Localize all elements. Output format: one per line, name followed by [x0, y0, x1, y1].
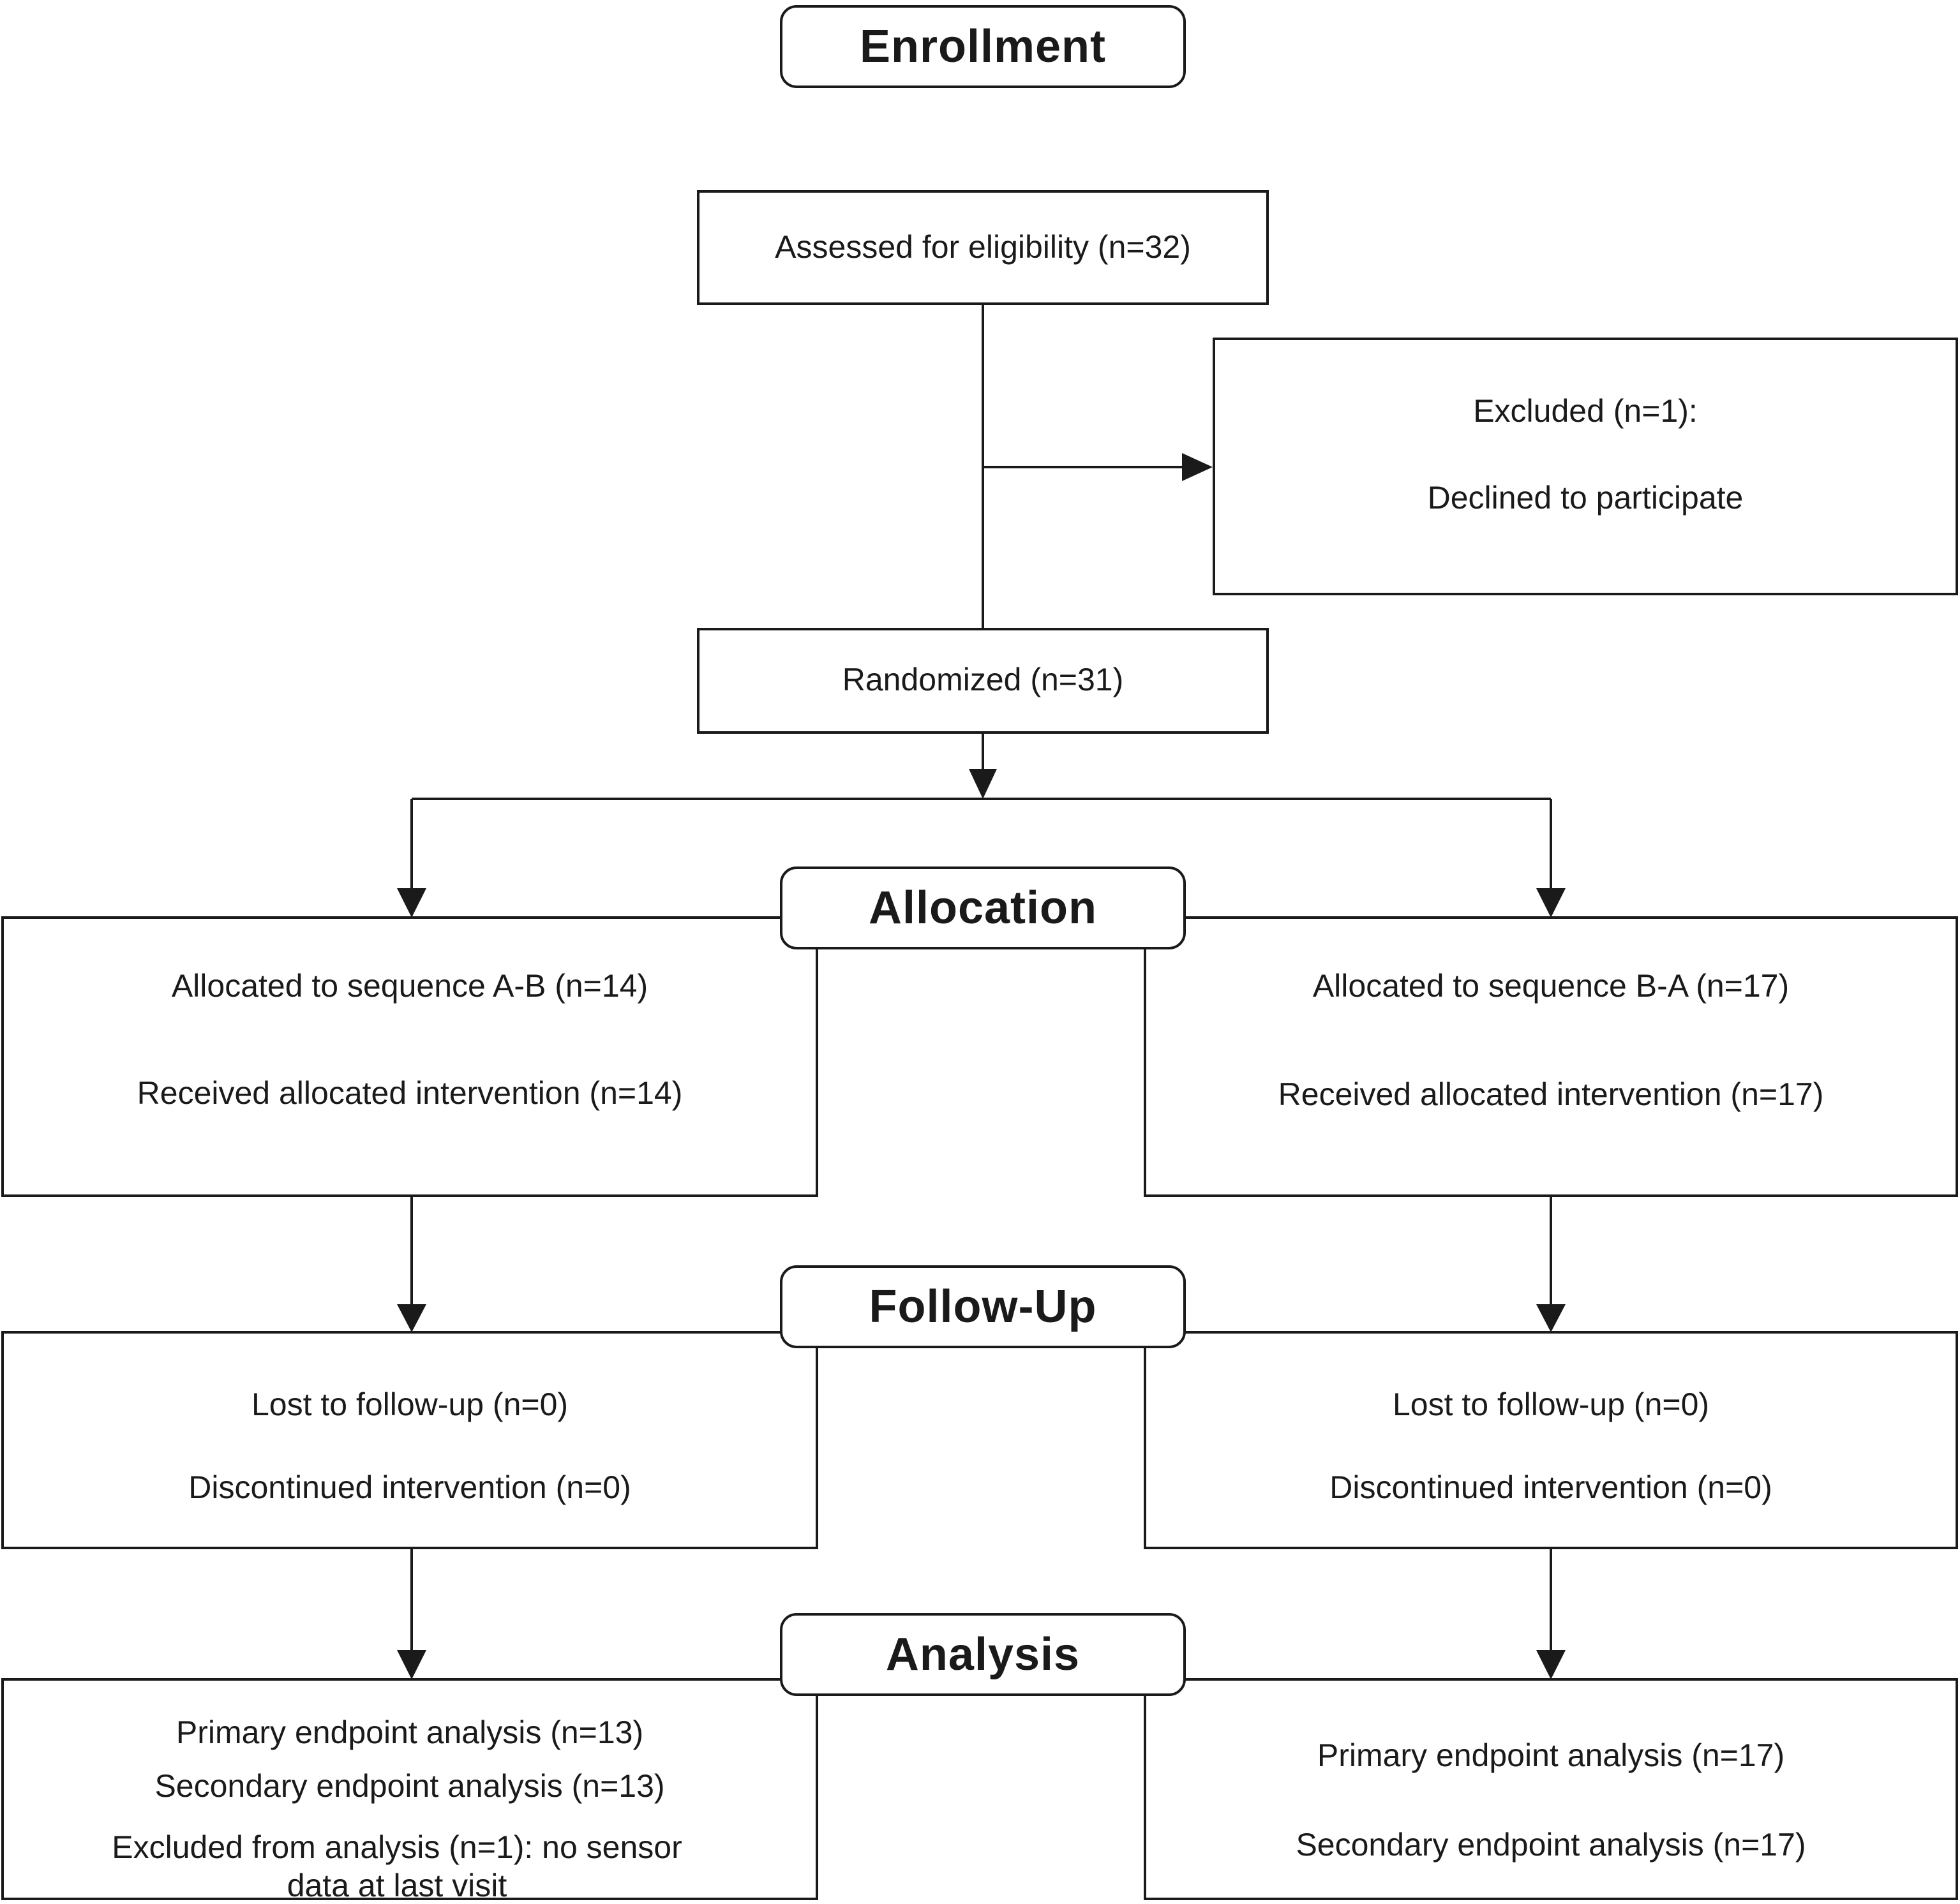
arrowhead-followup-right [1536, 1304, 1566, 1332]
assessed-box: Assessed for eligibility (n=32) [697, 190, 1269, 305]
analysis-left-box: Primary endpoint analysis (n=13) Seconda… [1, 1678, 818, 1903]
phase-enrollment: Enrollment [780, 5, 1186, 88]
randomized-box: Randomized (n=31) [697, 628, 1269, 734]
assessed-text: Assessed for eligibility (n=32) [775, 229, 1191, 265]
analysis-left-primary: Primary endpoint analysis (n=13) [176, 1714, 644, 1750]
analysis-left-secondary: Secondary endpoint analysis (n=13) [154, 1768, 665, 1804]
allocation-right-box: Allocated to sequence B-A (n=17) Receive… [1144, 916, 1958, 1197]
arrowhead-excluded [1182, 453, 1213, 481]
phase-enrollment-label: Enrollment [859, 21, 1107, 72]
allocation-left-allocated: Allocated to sequence A-B (n=14) [171, 968, 648, 1004]
phase-analysis-label: Analysis [885, 1629, 1081, 1680]
phase-analysis: Analysis [780, 1613, 1186, 1696]
allocation-left-box: Allocated to sequence A-B (n=14) Receive… [1, 916, 818, 1197]
analysis-right-secondary: Secondary endpoint analysis (n=17) [1296, 1827, 1806, 1863]
allocation-right-allocated: Allocated to sequence B-A (n=17) [1312, 968, 1790, 1004]
phase-allocation: Allocation [780, 866, 1186, 949]
analysis-left-excluded-line1: Excluded from analysis (n=1): no sensor [112, 1829, 682, 1865]
followup-right-discontinued: Discontinued intervention (n=0) [1329, 1469, 1772, 1505]
phase-allocation-label: Allocation [868, 882, 1097, 933]
arrowhead-followup-left [397, 1304, 426, 1332]
arrowhead-alloc-right [1536, 888, 1566, 918]
analysis-right-primary: Primary endpoint analysis (n=17) [1317, 1737, 1785, 1773]
arrowhead-alloc-left [397, 888, 426, 918]
allocation-left-received: Received allocated intervention (n=14) [137, 1075, 683, 1111]
followup-right-lost: Lost to follow-up (n=0) [1392, 1387, 1710, 1422]
phase-follow-up-label: Follow-Up [869, 1281, 1097, 1332]
randomized-text: Randomized (n=31) [842, 662, 1124, 697]
phase-follow-up: Follow-Up [780, 1265, 1186, 1348]
excluded-reason: Declined to participate [1427, 480, 1744, 516]
analysis-left-excluded-line2: data at last visit [287, 1868, 507, 1903]
allocation-right-received: Received allocated intervention (n=17) [1278, 1076, 1824, 1112]
followup-right-box: Lost to follow-up (n=0) Discontinued int… [1144, 1331, 1958, 1549]
excluded-box: Excluded (n=1): Declined to participate [1213, 338, 1958, 595]
analysis-right-box: Primary endpoint analysis (n=17) Seconda… [1144, 1678, 1958, 1900]
arrowhead-analysis-left [397, 1650, 426, 1679]
arrowhead-randomized [969, 769, 997, 799]
arrowhead-analysis-right [1536, 1650, 1566, 1679]
excluded-title: Excluded (n=1): [1473, 393, 1698, 429]
followup-left-discontinued: Discontinued intervention (n=0) [188, 1469, 631, 1505]
followup-left-lost: Lost to follow-up (n=0) [251, 1387, 569, 1422]
followup-left-box: Lost to follow-up (n=0) Discontinued int… [1, 1331, 818, 1549]
